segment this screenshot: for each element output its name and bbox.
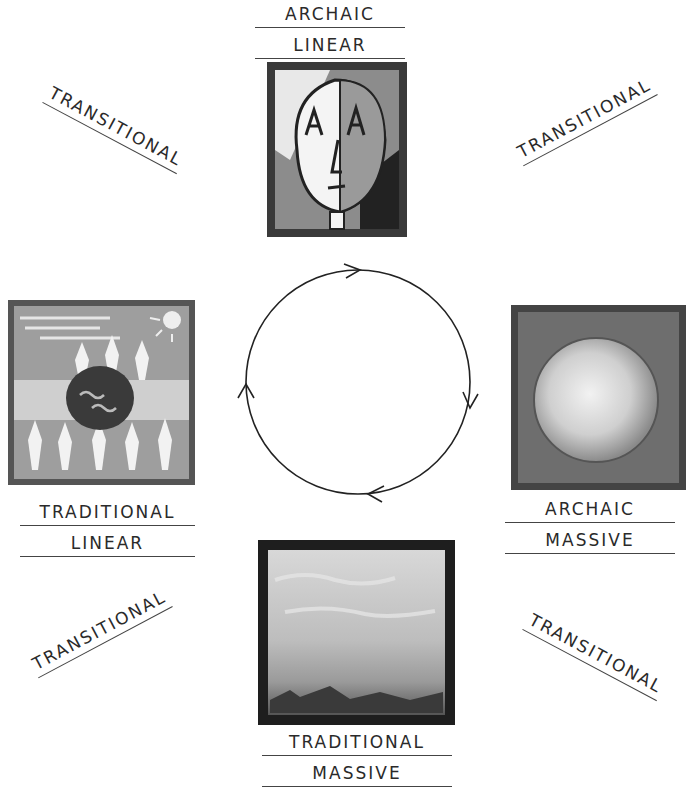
sky-picture bbox=[258, 540, 455, 725]
style-label: MASSIVE bbox=[262, 761, 452, 787]
transition-label: TRANSITIONAL bbox=[512, 74, 658, 167]
sphere-picture bbox=[511, 305, 686, 490]
picture-caption: TRADITIONAL MASSIVE bbox=[262, 730, 452, 792]
style-label: TRADITIONAL bbox=[262, 730, 452, 756]
picture-caption: ARCHAIC LINEAR bbox=[255, 2, 405, 64]
style-label: LINEAR bbox=[20, 531, 195, 557]
transition-label: TRANSITIONAL bbox=[27, 586, 173, 679]
landscape-picture bbox=[8, 300, 195, 485]
style-label: MASSIVE bbox=[505, 528, 675, 554]
face-picture bbox=[267, 62, 407, 237]
style-label: ARCHAIC bbox=[505, 497, 675, 523]
transition-label: TRANSITIONAL bbox=[42, 82, 188, 175]
picture-caption: TRADITIONAL LINEAR bbox=[20, 500, 195, 562]
transition-label: TRANSITIONAL bbox=[522, 609, 668, 702]
style-label: TRADITIONAL bbox=[20, 500, 195, 526]
cycle-circle bbox=[238, 264, 478, 502]
picture-caption: ARCHAIC MASSIVE bbox=[505, 497, 675, 559]
style-label: LINEAR bbox=[255, 33, 405, 59]
style-label: ARCHAIC bbox=[255, 2, 405, 28]
